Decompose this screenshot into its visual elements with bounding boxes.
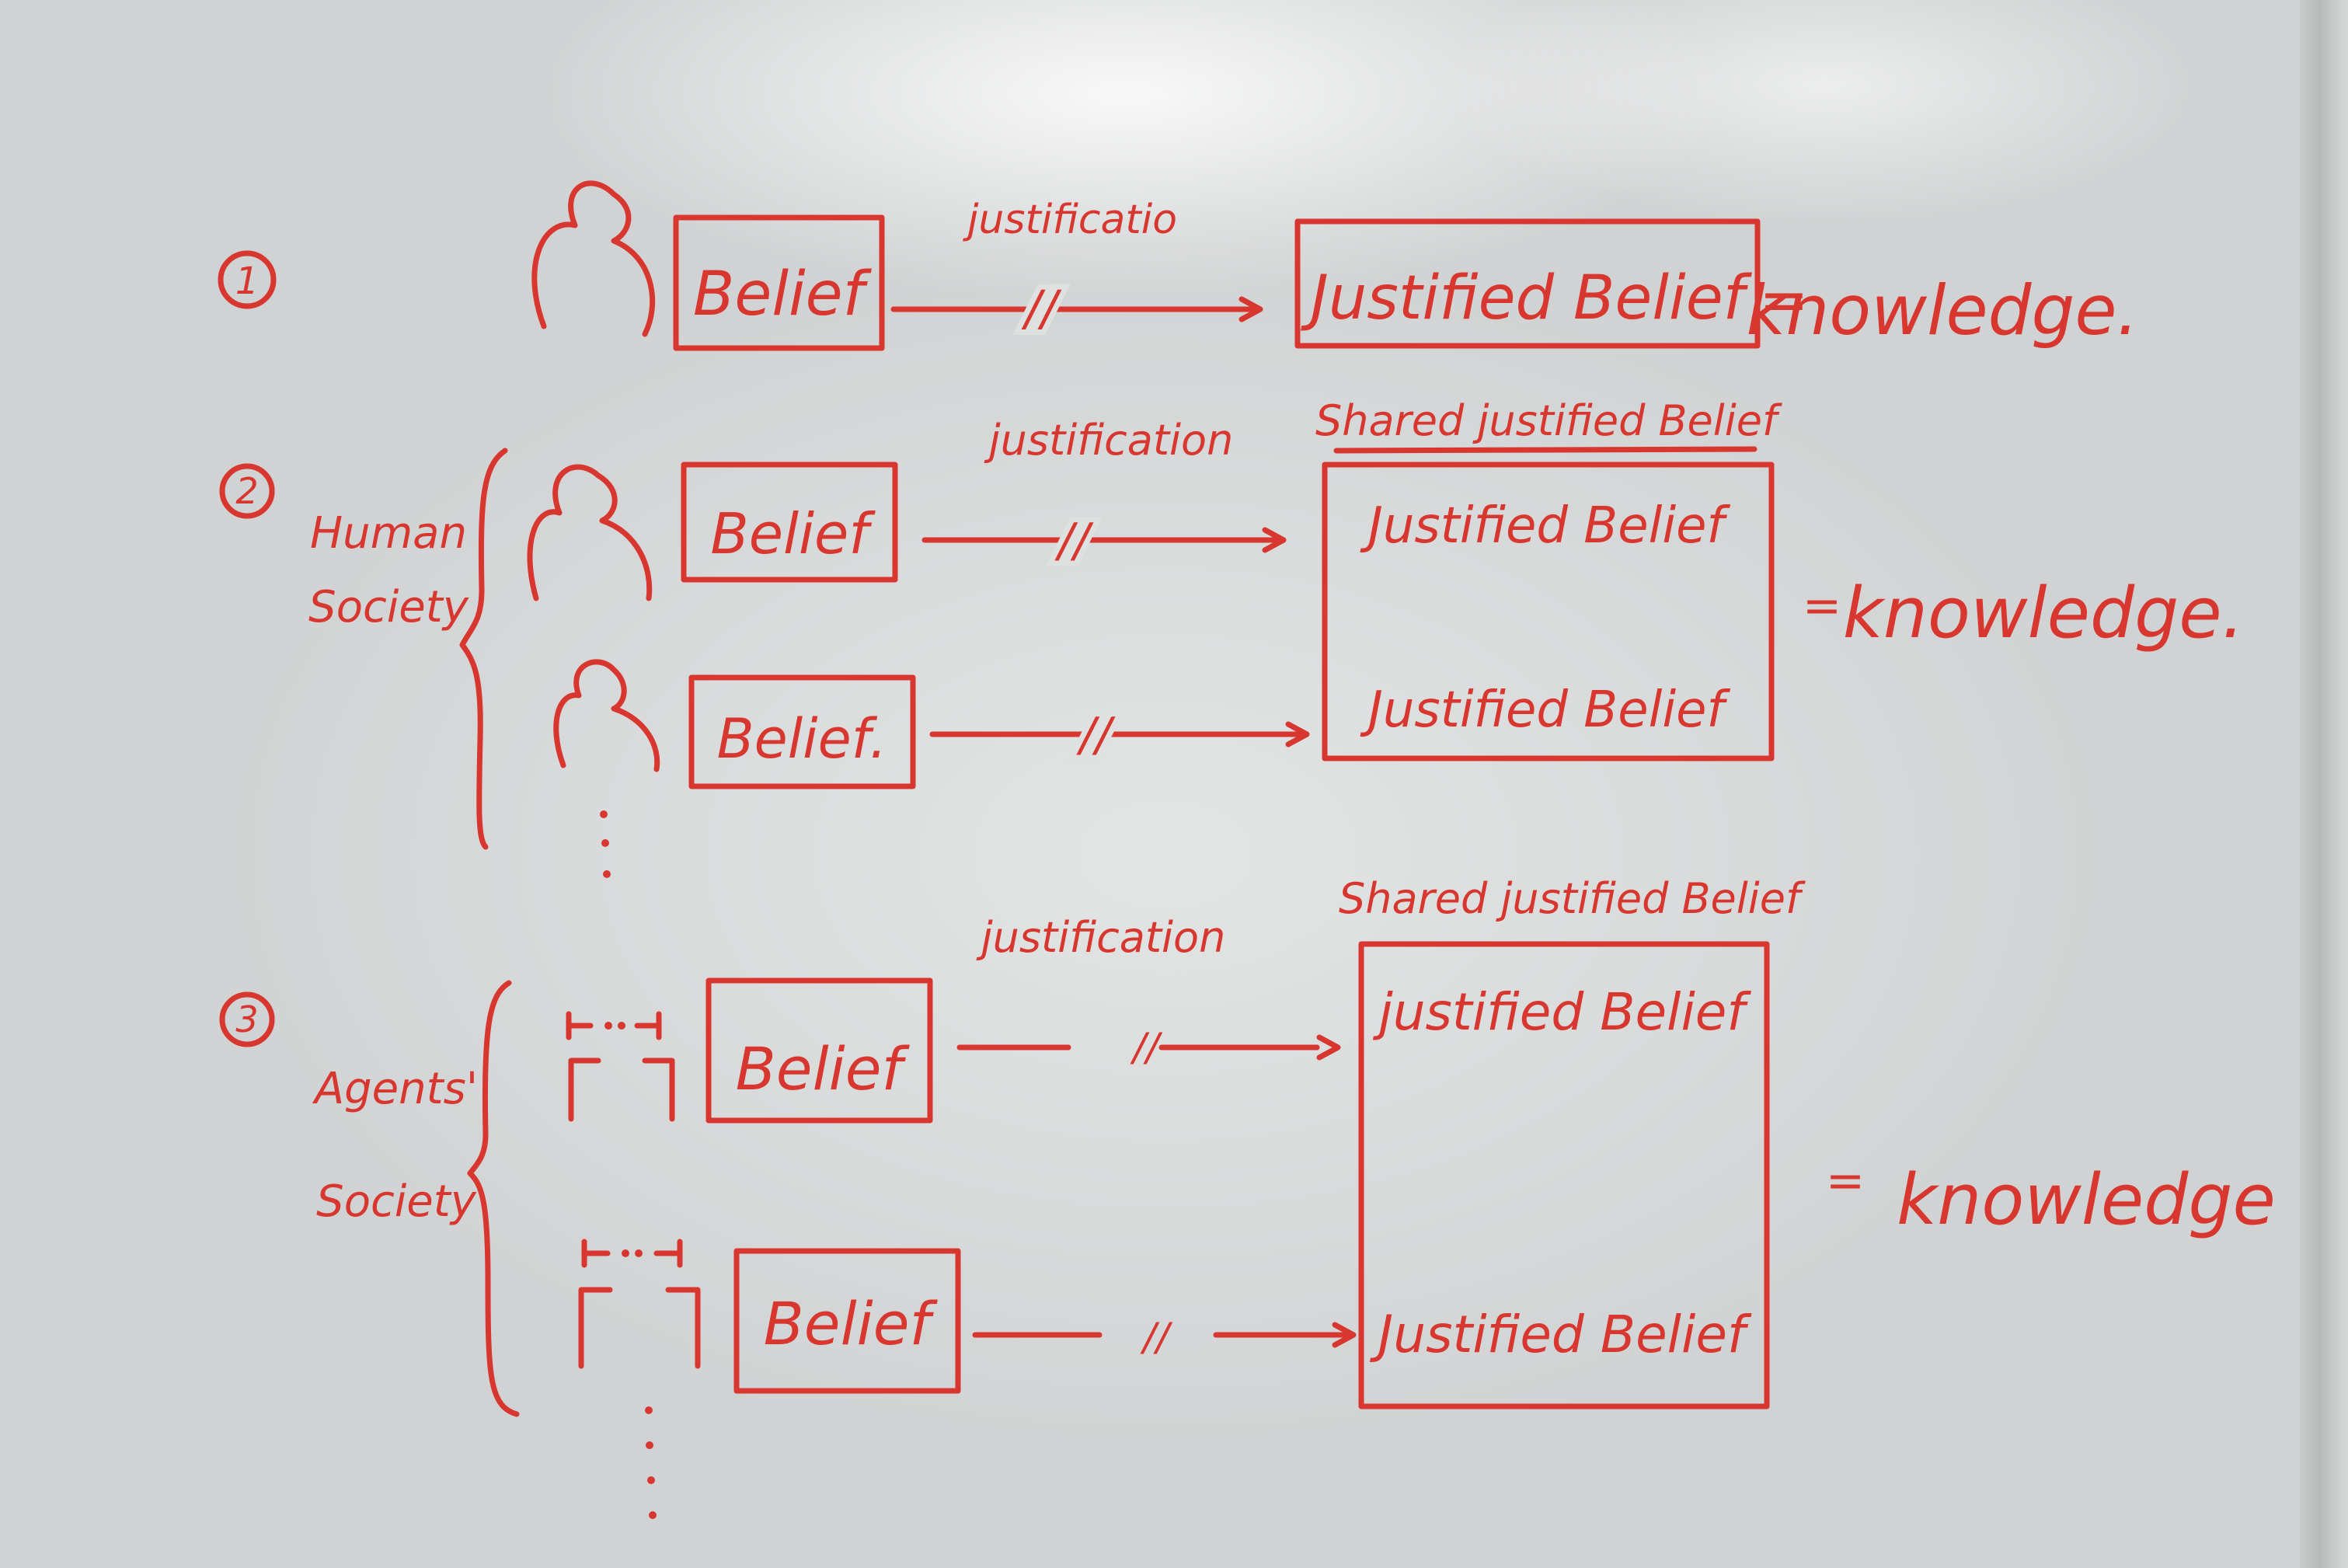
row1-knowledge: knowledge.: [1747, 270, 2139, 350]
row2-brace: [459, 448, 508, 850]
row3-equals: =: [1826, 1154, 1865, 1208]
row3-justified-text-b: Justified Belief: [1370, 1305, 1752, 1364]
person-icon: [527, 464, 653, 601]
row3-group-line2: Society: [316, 1176, 477, 1227]
circled-number-1: [218, 250, 277, 309]
row3-belief-box-b: [733, 1248, 961, 1394]
row2-shared-label: Shared justified Belief: [1315, 396, 1782, 445]
row2-shared-box: [1322, 462, 1775, 761]
row3-justification-label: justification: [976, 913, 1226, 962]
row3-brace: [467, 980, 520, 1417]
row3-belief-box-a: [705, 977, 933, 1124]
row2-arrow-head-a: [1262, 527, 1287, 553]
row2-justified-text-a: Justified Belief: [1360, 497, 1731, 555]
ellipsis-dot: [600, 810, 608, 818]
row3-arrow-head-a: [1316, 1034, 1341, 1061]
row2-justified-text-b: Justified Belief: [1360, 681, 1731, 739]
row2-arrow-mark-b: //: [1076, 708, 1116, 762]
ellipsis-dot: [647, 1476, 655, 1484]
row1-arrow-mark: //: [1021, 280, 1062, 336]
row1-justification-label: justificatio: [963, 197, 1177, 243]
row2-shared-underline: [1333, 446, 1758, 454]
circled-number-2: [219, 463, 275, 519]
row3-arrow-mark-b: //: [1140, 1315, 1173, 1360]
row2-number: 2: [235, 470, 258, 512]
ellipsis-dot: [646, 1441, 653, 1449]
row2-equals: =: [1803, 579, 1841, 633]
row3-belief-text-a: Belief: [736, 1034, 911, 1103]
row3-belief-text-b: Belief: [764, 1289, 939, 1358]
row3-arrow-head-b: [1332, 1322, 1357, 1348]
row1-number: 1: [235, 260, 260, 303]
row1-arrow-head: [1238, 296, 1263, 322]
row3-shared-label: Shared justified Belief: [1339, 874, 1806, 923]
ellipsis-dot: [645, 1406, 653, 1414]
row3-number: 3: [235, 998, 258, 1040]
row1-belief-box: [673, 214, 885, 351]
row2-justification-label: justification: [984, 416, 1234, 465]
row3-justified-text-a: justified Belief: [1372, 982, 1751, 1042]
row2-arrow-mark-a: //: [1054, 514, 1094, 568]
row3-group-line1: Agents': [312, 1064, 478, 1114]
person-icon: [531, 180, 656, 337]
row2-group-line2: Society: [308, 582, 469, 632]
row2-belief-text-a: Belief: [710, 501, 876, 566]
agent-icon: [578, 1239, 701, 1369]
row2-belief-text-b: Belief.: [717, 707, 887, 771]
circled-number-3: [219, 991, 275, 1047]
agent-icon: [566, 1011, 675, 1122]
row3-shared-box: [1358, 941, 1770, 1409]
row3-knowledge: knowledge: [1897, 1159, 2276, 1241]
row1-justified-box: [1294, 218, 1761, 349]
row1-justified-text: Justified Belief: [1301, 263, 1753, 333]
row2-group-line1: Human: [310, 508, 467, 559]
ellipsis-dot: [649, 1511, 657, 1519]
ellipsis-dot: [603, 870, 611, 878]
row1-equals: =: [1759, 265, 1809, 334]
whiteboard-frame: [2300, 0, 2348, 1568]
row1-belief-text: Belief: [693, 260, 873, 329]
row2-belief-box-b: [688, 674, 916, 789]
person-icon: [553, 659, 660, 772]
row2-belief-box-a: [681, 462, 898, 583]
ellipsis-dot: [601, 839, 609, 847]
row2-arrow-head-b: [1285, 721, 1310, 747]
row3-arrow-mark-a: //: [1130, 1025, 1163, 1070]
row2-knowledge: knowledge.: [1843, 573, 2244, 654]
